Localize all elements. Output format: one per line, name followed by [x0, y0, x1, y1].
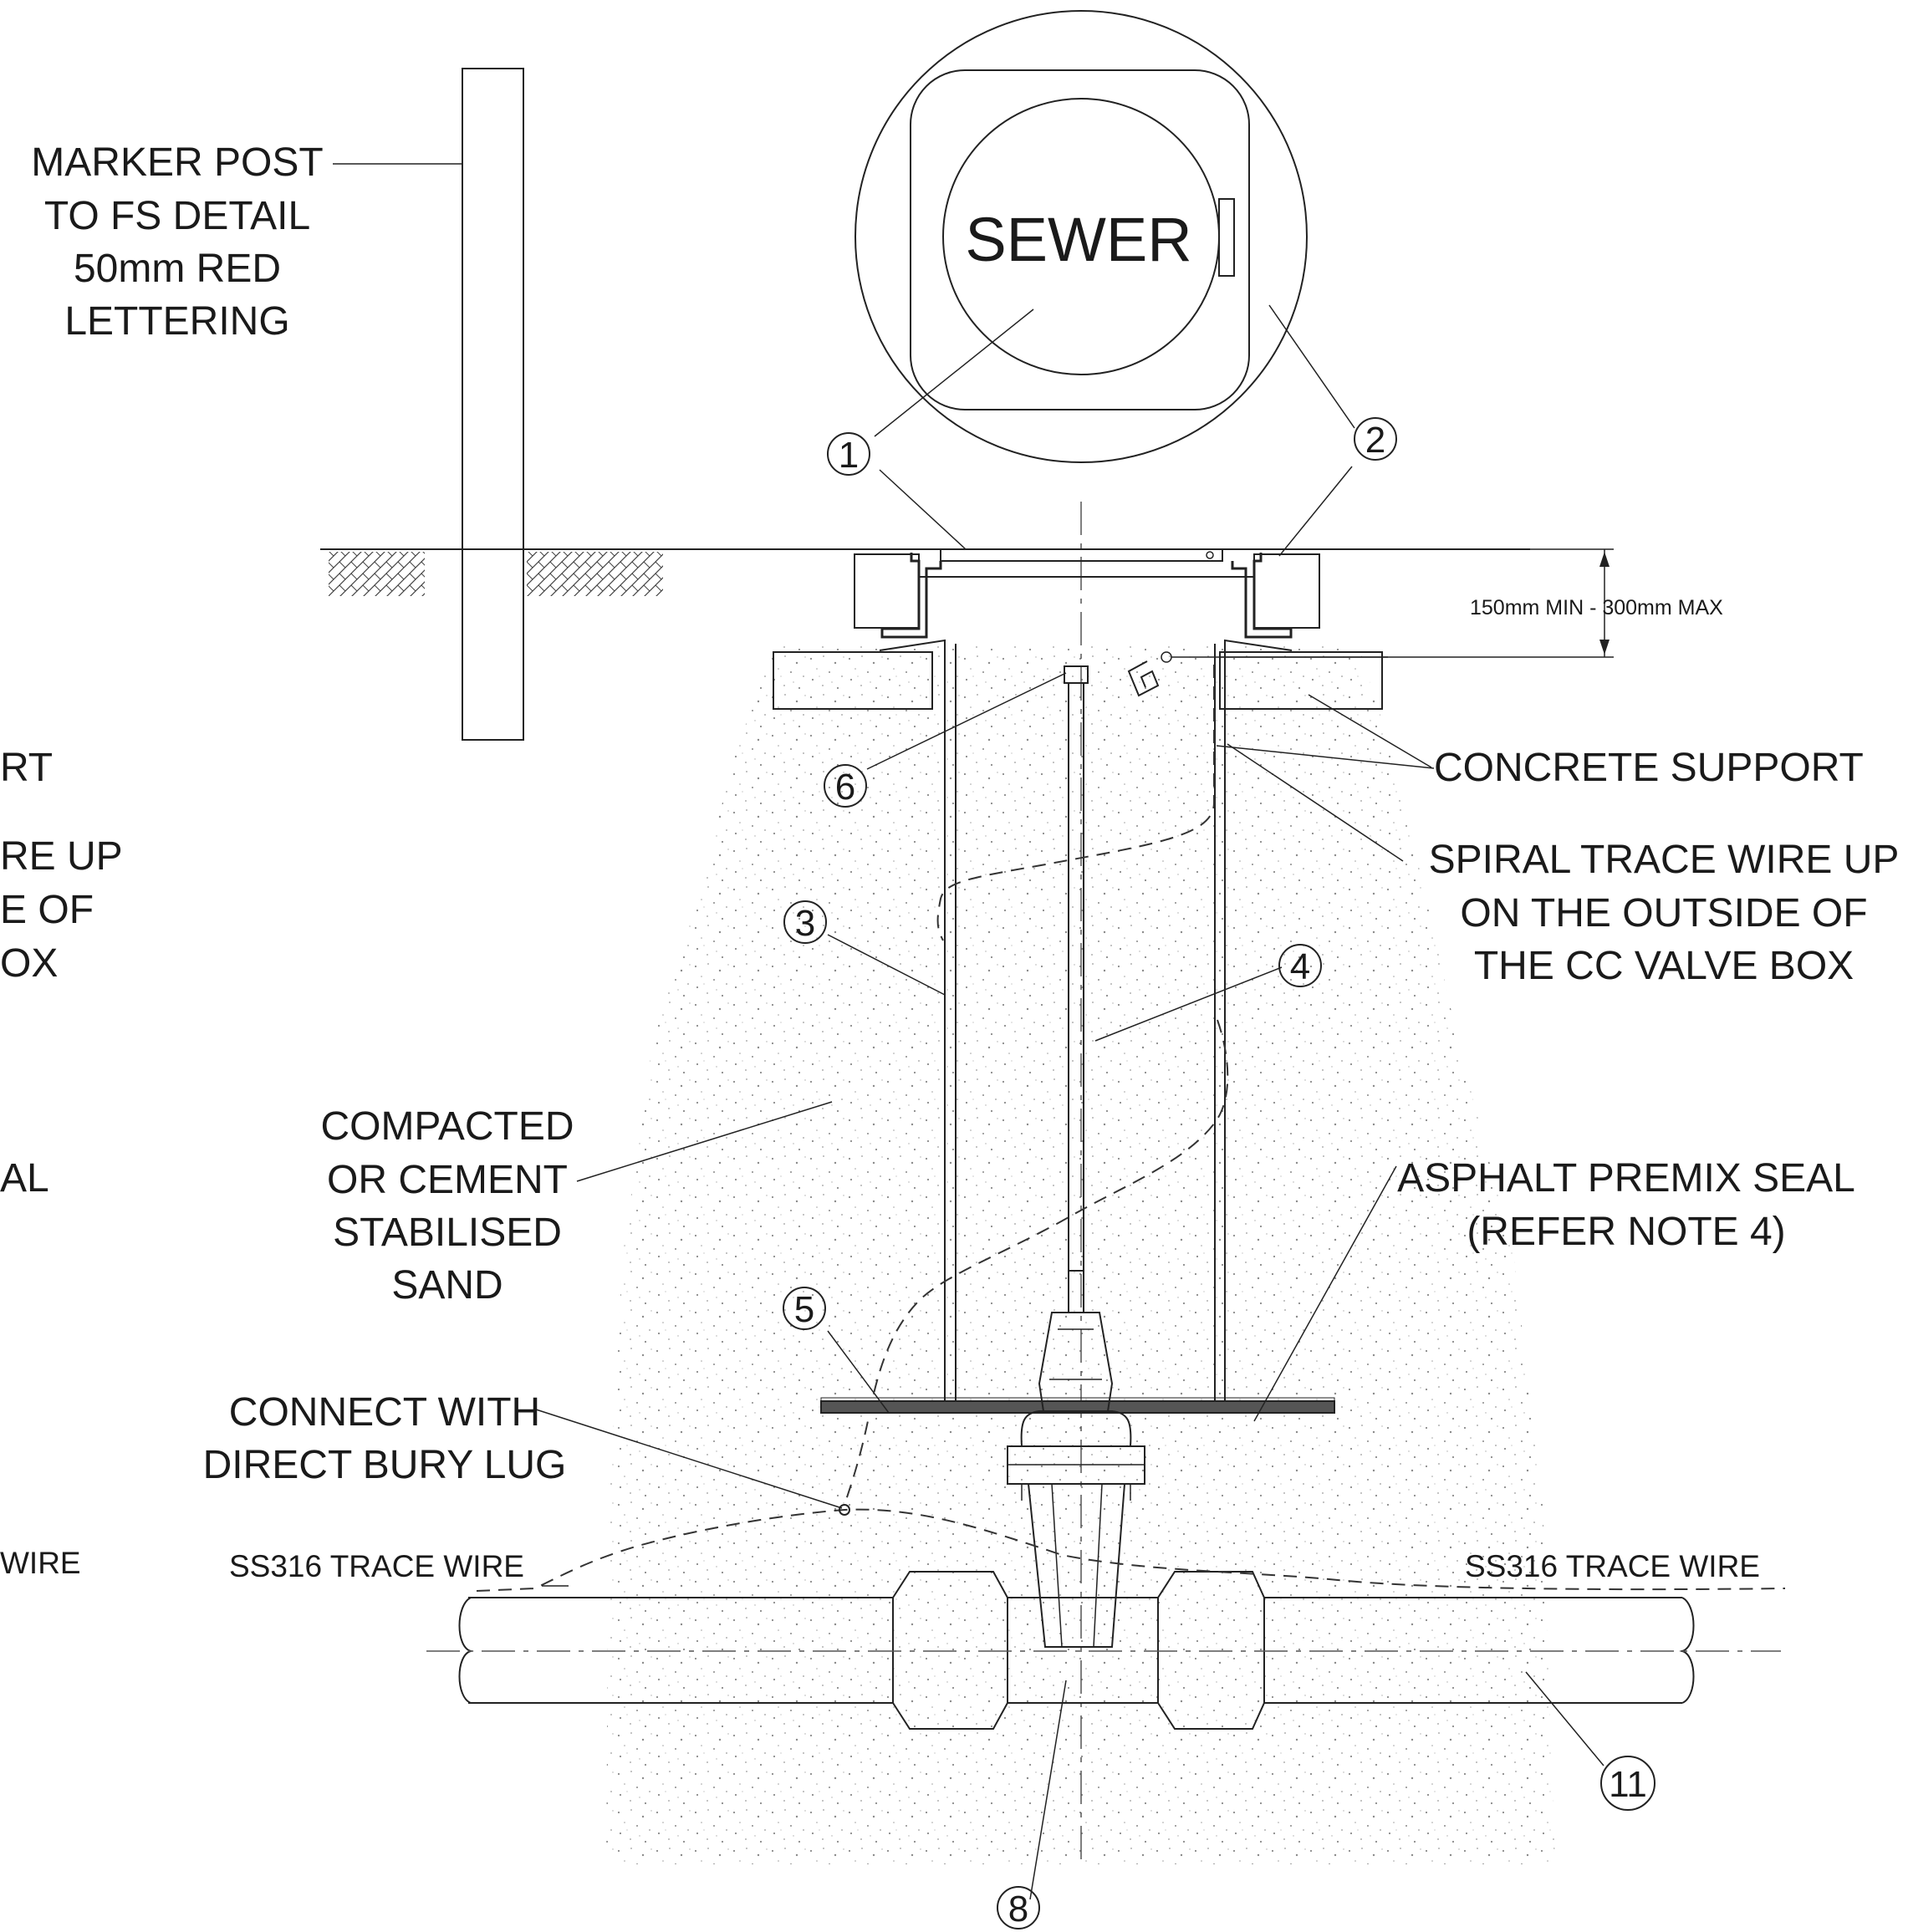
svg-text:WIRE: WIRE — [0, 1546, 81, 1580]
marker-post — [462, 68, 524, 741]
callout-11: 11 — [1600, 1756, 1655, 1811]
svg-text:OR CEMENT: OR CEMENT — [327, 1158, 568, 1202]
compacted-sand-label: COMPACTED OR CEMENT STABILISED SAND — [320, 1104, 574, 1308]
compacted-sand-backfill — [606, 646, 1555, 1864]
svg-text:1: 1 — [839, 435, 859, 476]
direct-bury-lug — [839, 1504, 850, 1516]
svg-text:OX: OX — [0, 941, 58, 986]
concrete-support-left — [773, 651, 933, 710]
extension-spindle — [1064, 665, 1089, 1313]
connect-lug-label: CONNECT WITH DIRECT BURY LUG — [203, 1390, 567, 1487]
svg-text:AL: AL — [0, 1156, 49, 1200]
callout-4: 4 — [1278, 944, 1322, 987]
trace-wire-label-right: SS316 TRACE WIRE — [1465, 1549, 1760, 1583]
svg-text:RT: RT — [0, 746, 53, 790]
depth-dimension: 150mm MIN - 300mm MAX — [1221, 548, 1723, 658]
lid-plan-view: SEWER — [855, 10, 1308, 463]
sewer-pipe — [426, 1571, 1781, 1730]
svg-text:6: 6 — [835, 767, 855, 808]
callout-5: 5 — [783, 1287, 826, 1330]
surround-left — [854, 553, 920, 629]
svg-text:ASPHALT PREMIX SEAL: ASPHALT PREMIX SEAL — [1397, 1156, 1855, 1200]
svg-text:5: 5 — [794, 1289, 814, 1330]
svg-text:RE UP: RE UP — [0, 834, 123, 879]
svg-text:SPIRAL TRACE WIRE UP: SPIRAL TRACE WIRE UP — [1429, 838, 1900, 882]
marker-post-line-3: 50mm RED — [74, 247, 281, 291]
ground-hatch-left — [329, 552, 425, 596]
dimension-text: 150mm MIN - 300mm MAX — [1470, 596, 1723, 619]
svg-text:CONNECT WITH: CONNECT WITH — [229, 1390, 540, 1435]
svg-text:ON THE OUTSIDE OF: ON THE OUTSIDE OF — [1460, 891, 1867, 935]
svg-text:DIRECT BURY LUG: DIRECT BURY LUG — [203, 1443, 567, 1487]
sewer-lid-text: SEWER — [965, 205, 1191, 274]
svg-text:2: 2 — [1365, 420, 1385, 461]
svg-text:THE CC VALVE BOX: THE CC VALVE BOX — [1474, 944, 1854, 988]
marker-post-line-1: MARKER POST — [31, 140, 323, 185]
cc-valve-box — [879, 639, 1293, 1401]
svg-text:STABILISED: STABILISED — [333, 1211, 562, 1255]
callout-2: 2 — [1354, 417, 1397, 461]
concrete-support-right — [1219, 651, 1383, 710]
surface-box-section — [854, 548, 1320, 639]
callout-3: 3 — [783, 900, 827, 944]
asphalt-seal-label: ASPHALT PREMIX SEAL (REFER NOTE 4) — [1397, 1156, 1855, 1254]
svg-text:11: 11 — [1609, 1764, 1647, 1805]
svg-text:3: 3 — [795, 903, 815, 944]
gate-valve — [1007, 1312, 1145, 1648]
ground-hatch-right — [527, 552, 663, 596]
trace-wire-label-left: SS316 TRACE WIRE — [229, 1549, 524, 1583]
spiral-trace-label: SPIRAL TRACE WIRE UP ON THE OUTSIDE OF T… — [1429, 838, 1900, 988]
svg-text:4: 4 — [1290, 946, 1310, 987]
callout-6: 6 — [824, 764, 867, 808]
surround-right — [1253, 553, 1320, 629]
marker-post-label: MARKER POST TO FS DETAIL 50mm RED LETTER… — [31, 140, 323, 344]
svg-text:(REFER NOTE 4): (REFER NOTE 4) — [1467, 1210, 1785, 1254]
callout-8: 8 — [997, 1886, 1040, 1929]
svg-text:SAND: SAND — [391, 1263, 503, 1308]
svg-text:E OF: E OF — [0, 888, 94, 932]
cropped-left-labels: RT RE UP E OF OX AL WIRE — [0, 746, 123, 1580]
concrete-support-label: CONCRETE SUPPORT — [1434, 746, 1864, 790]
svg-text:8: 8 — [1008, 1889, 1028, 1929]
marker-post-line-4: LETTERING — [64, 299, 289, 344]
callout-1: 1 — [827, 432, 870, 476]
leader-lines — [533, 304, 1604, 1900]
svg-text:COMPACTED: COMPACTED — [320, 1104, 574, 1149]
lid-section — [940, 548, 1223, 562]
marker-post-line-2: TO FS DETAIL — [44, 194, 310, 238]
